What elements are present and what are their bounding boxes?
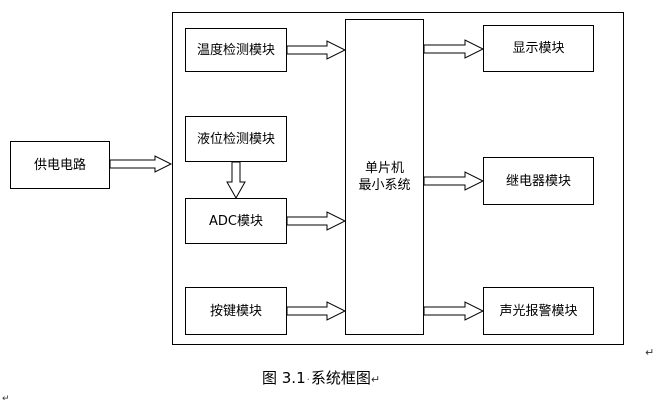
caption-separator: ·: [306, 375, 310, 386]
block-mcu-label-line2: 最小系统: [358, 178, 411, 193]
block-sound-light-alarm: 声光报警模块: [483, 287, 594, 335]
arrow-keys-to-mcu: [286, 301, 347, 321]
block-display-label: 显示模块: [512, 41, 565, 56]
block-relay-label: 继电器模块: [505, 173, 571, 189]
block-level-detect-label: 液位检测模块: [196, 131, 275, 147]
block-sound-light-alarm-label: 声光报警模块: [499, 303, 578, 319]
figure-caption: 图 3.1·系统框图↵: [262, 367, 380, 388]
system-boundary: [172, 12, 624, 345]
corner-paragraph-mark: ↵: [2, 394, 10, 404]
paragraph-mark: ↵: [645, 346, 655, 359]
block-mcu-minimum-system: 单片机 最小系统: [345, 19, 424, 335]
arrow-power-to-system: [109, 155, 173, 173]
block-power-supply-label: 供电电路: [33, 157, 86, 173]
arrow-mcu-to-alarm: [423, 301, 485, 321]
block-temperature-detect: 温度检测模块: [185, 28, 287, 72]
arrow-mcu-to-relay: [423, 171, 485, 191]
block-level-detect: 液位检测模块: [185, 116, 287, 162]
arrow-level-to-adc: [226, 161, 246, 200]
block-mcu-label-line1: 单片机: [364, 161, 404, 176]
arrow-temp-to-mcu: [286, 40, 347, 60]
block-adc-label: ADC模块: [209, 213, 263, 229]
block-keys-label: 按键模块: [209, 303, 262, 319]
figure-number: 图 3.1: [262, 369, 306, 387]
figure-title: 系统框图: [310, 369, 371, 387]
block-display: 显示模块: [483, 25, 594, 72]
arrow-adc-to-mcu: [286, 211, 347, 231]
block-relay: 继电器模块: [483, 157, 594, 205]
arrow-mcu-to-display: [423, 39, 485, 59]
caption-paragraph-mark: ↵: [370, 373, 381, 386]
block-power-supply: 供电电路: [10, 141, 110, 189]
block-temperature-detect-label: 温度检测模块: [196, 42, 275, 58]
